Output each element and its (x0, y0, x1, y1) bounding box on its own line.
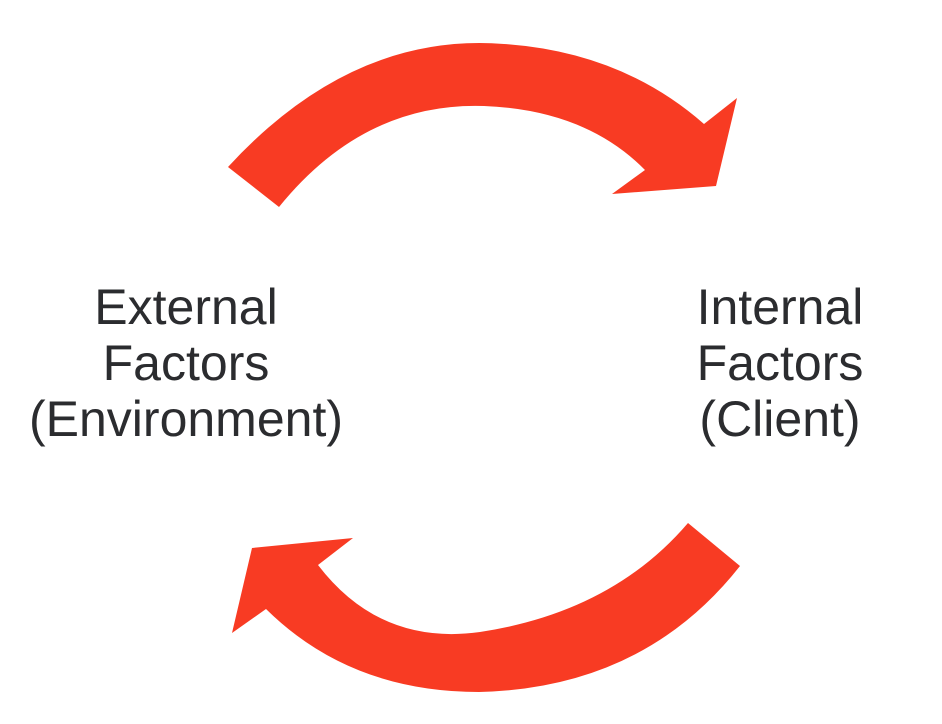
curved-arrow-left-icon (232, 523, 740, 692)
internal-factors-label: Internal Factors (Client) (660, 279, 900, 447)
curved-arrow-right-icon (228, 43, 737, 207)
internal-factors-line-2: Factors (696, 335, 864, 391)
internal-factors-line-1: Internal (696, 279, 864, 335)
external-factors-label: External Factors (Environment) (0, 279, 372, 447)
external-factors-line-2: Factors (102, 335, 270, 391)
internal-factors-line-3: (Client) (699, 391, 861, 447)
external-factors-line-1: External (94, 279, 278, 335)
external-factors-line-3: (Environment) (29, 391, 343, 447)
